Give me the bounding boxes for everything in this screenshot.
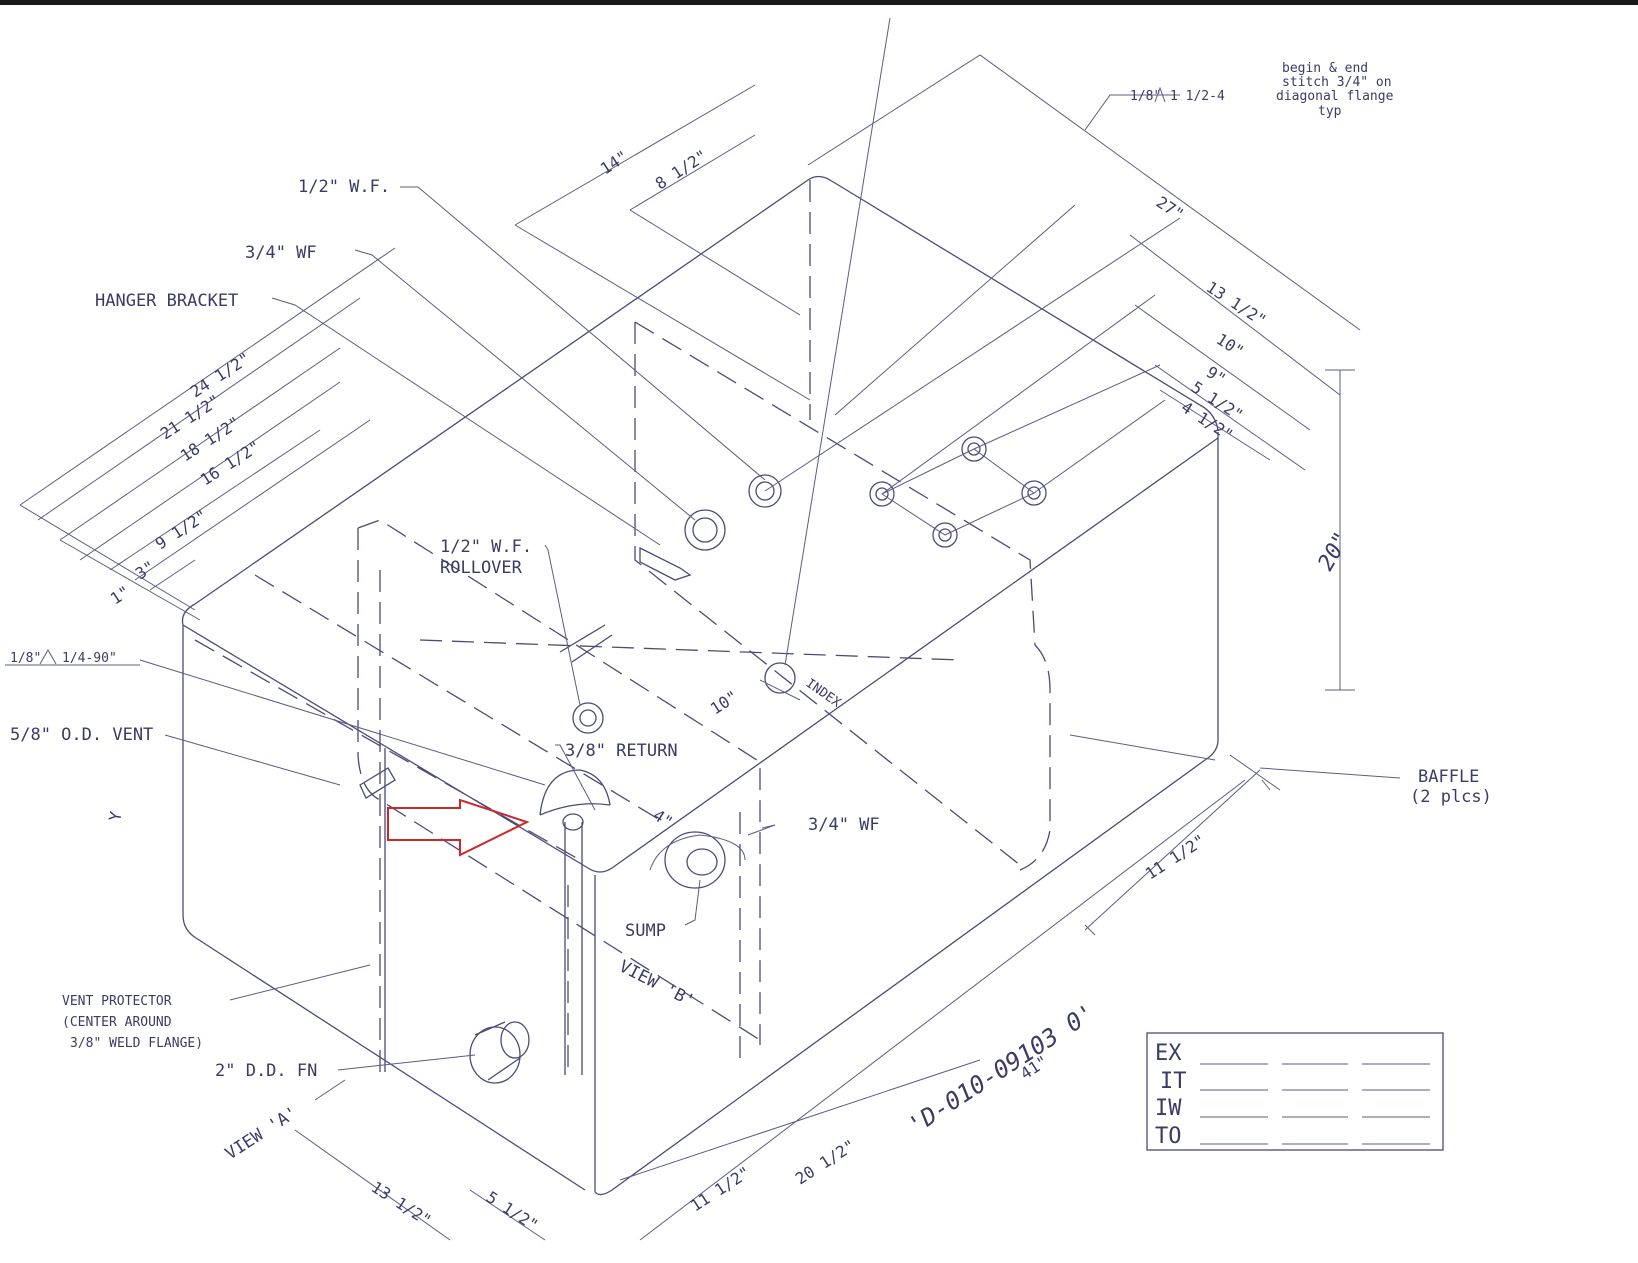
fn-label: 2" D.D. FN xyxy=(215,1061,317,1081)
baffles-hidden xyxy=(194,180,1051,1075)
dim-11-5-right: 11 1/2" xyxy=(1142,831,1209,884)
top-weld-spec-text: 1 1/2-4 xyxy=(1170,89,1225,104)
dim-8-5: 8 1/2" xyxy=(652,146,711,193)
dim-y-mark: Y xyxy=(105,810,125,823)
dim-1: 1" xyxy=(107,582,134,608)
return-fitting xyxy=(359,767,746,1084)
dim-10-top: 10" xyxy=(1213,329,1248,361)
top-fittings xyxy=(572,217,1181,734)
title-row-to: TO xyxy=(1155,1124,1182,1149)
dim-20-5: 20 1/2" xyxy=(792,1136,859,1189)
red-annotation-arrow xyxy=(387,798,530,857)
half-inch-wf-label: 1/2" W.F. xyxy=(298,177,390,197)
weld-note-line-4: typ xyxy=(1318,104,1342,119)
top-weld-symbol-text: 1/8" xyxy=(1130,89,1161,104)
dim-10-mid: 10" xyxy=(707,687,742,719)
hanger-bracket-label: HANGER BRACKET xyxy=(95,291,238,311)
dim-5-5-bottom: 5 1/2" xyxy=(483,1187,542,1234)
three-quarter-wf-top-label: 3/4" WF xyxy=(245,243,317,263)
vent-protector-label-1: VENT PROTECTOR xyxy=(62,994,172,1009)
dim-14: 14" xyxy=(597,147,632,179)
dim-11-5-bottom: 11 1/2" xyxy=(687,1163,754,1216)
tank-outline xyxy=(181,175,1219,1196)
dim-20: 20" xyxy=(1314,528,1356,575)
left-weld-symbol-text: 1/8" xyxy=(10,651,41,666)
three-quarter-wf-side-label: 3/4" WF xyxy=(808,815,880,835)
dim-24-5: 24 1/2" xyxy=(187,349,254,402)
weld-note-line-2: stitch 3/4" on xyxy=(1282,75,1392,90)
dimension-lines xyxy=(19,54,1361,1241)
return-label: 3/8" RETURN xyxy=(565,741,678,761)
dim-27: 27" xyxy=(1153,192,1188,224)
part-number-label: 'D-010-09103 0' xyxy=(903,998,1100,1140)
view-b-label: VIEW 'B' xyxy=(616,957,698,1012)
title-row-ex: EX xyxy=(1155,1041,1182,1066)
baffle-label-1: BAFFLE xyxy=(1418,767,1479,787)
rollover-label-2: ROLLOVER xyxy=(440,558,523,578)
title-row-iw: IW xyxy=(1155,1096,1182,1121)
dim-13-5-top: 13 1/2" xyxy=(1203,277,1270,330)
index-label: INDEX xyxy=(803,676,844,711)
left-weld-spec-text: 1/4-90" xyxy=(62,651,117,666)
leader-lines xyxy=(139,17,1401,1071)
callout-labels: 1/2" W.F. 3/4" WF HANGER BRACKET 1/2" W.… xyxy=(10,177,1492,1164)
vent-protector-label-2: (CENTER AROUND xyxy=(62,1015,172,1030)
dim-4: 4" xyxy=(650,805,677,831)
weld-note-line-3: diagonal flange xyxy=(1276,89,1394,104)
dim-9-5: 9 1/2" xyxy=(152,506,211,553)
weld-note-left: 1/8" 1/4-90" xyxy=(5,648,140,666)
sump-label: SUMP xyxy=(625,921,666,941)
vent-protector-label-3: 3/8" WELD FLANGE) xyxy=(70,1036,203,1051)
hanger-bracket xyxy=(559,546,692,663)
rollover-label-1: 1/2" W.F. xyxy=(440,537,532,557)
vent-label: 5/8" O.D. VENT xyxy=(10,725,153,745)
dim-13-5-bottom: 13 1/2" xyxy=(368,1177,435,1230)
title-row-it: IT xyxy=(1160,1069,1187,1094)
title-block: EX IT IW TO xyxy=(1146,1032,1444,1151)
weld-note-line-1: begin & end xyxy=(1282,61,1368,76)
view-a-label: VIEW 'A' xyxy=(222,1103,302,1164)
scan-top-border xyxy=(0,0,1638,5)
weld-note-top: 1/8" 1 1/2-4 begin & end stitch 3/4" on … xyxy=(1130,61,1394,119)
baffle-label-2: (2 plcs) xyxy=(1410,787,1492,807)
